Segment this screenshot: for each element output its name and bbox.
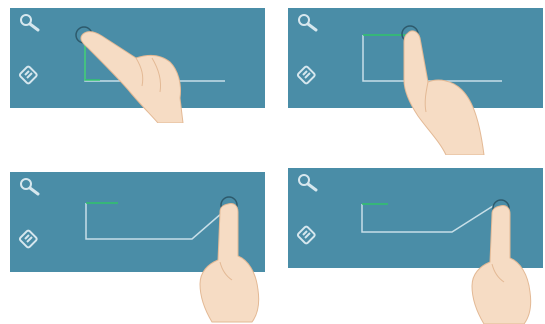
gesture-frame-2 — [288, 8, 543, 108]
hand-pointer-icon — [78, 28, 198, 123]
gesture-frame-4 — [288, 168, 543, 268]
gesture-frame-1 — [10, 8, 265, 108]
hand-pointer-icon — [464, 204, 538, 324]
hand-pointer-icon — [398, 30, 493, 155]
gesture-frame-3 — [10, 172, 265, 272]
hand-pointer-icon — [192, 202, 264, 324]
